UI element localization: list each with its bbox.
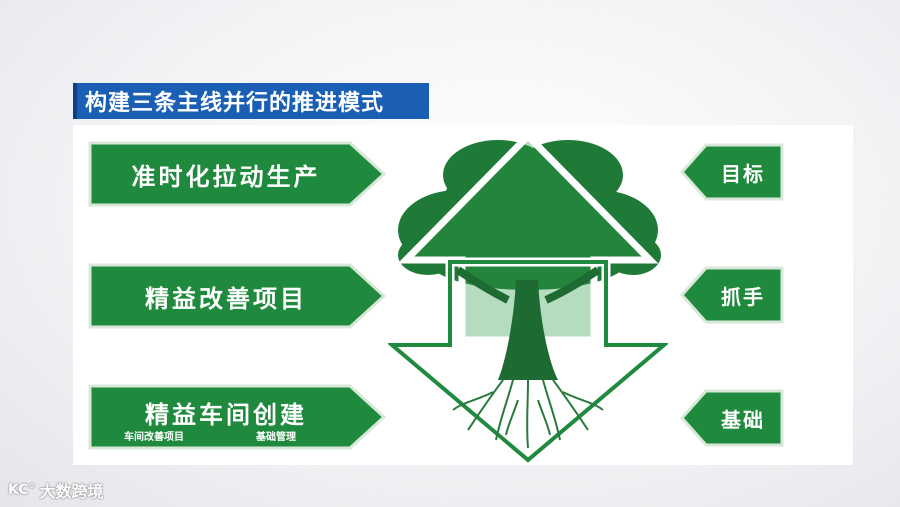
tree-arrow-graphic xyxy=(379,130,677,469)
left-arrow-1: 准时化拉动生产 xyxy=(88,141,388,207)
watermark-logo-icon: KC° xyxy=(8,482,36,498)
arrow-shape xyxy=(680,266,784,324)
arrow-label: 基础 xyxy=(721,407,765,432)
arrow-shape xyxy=(680,389,784,447)
arrow-label: 目标 xyxy=(721,161,765,186)
left-arrow-3: 精益车间创建 车间改善项目 基础管理 xyxy=(88,384,388,450)
sub-label-right: 基础管理 xyxy=(256,432,296,443)
arrow-label: 精益改善项目 xyxy=(145,284,307,313)
arrow-shape xyxy=(88,384,387,450)
arrow-label: 准时化拉动生产 xyxy=(131,162,321,191)
arrow-label: 抓手 xyxy=(721,284,765,309)
arrow-shape xyxy=(680,143,784,201)
sub-label-left: 车间改善项目 xyxy=(124,432,184,443)
tree-icon xyxy=(379,131,677,466)
left-arrow-2: 精益改善项目 xyxy=(88,263,388,329)
right-arrow-2: 抓手 xyxy=(680,266,784,324)
right-arrow-3: 基础 xyxy=(680,389,784,447)
right-arrow-1: 目标 xyxy=(680,143,784,201)
watermark-text: 大数跨境 xyxy=(39,482,104,501)
arrow-shape xyxy=(88,141,387,207)
arrow-shape xyxy=(88,263,387,329)
arrow-label: 精益车间创建 xyxy=(145,401,307,429)
slide-title: 构建三条主线并行的推进模式 xyxy=(73,83,429,119)
watermark: KC° 大数跨境 xyxy=(8,478,104,502)
